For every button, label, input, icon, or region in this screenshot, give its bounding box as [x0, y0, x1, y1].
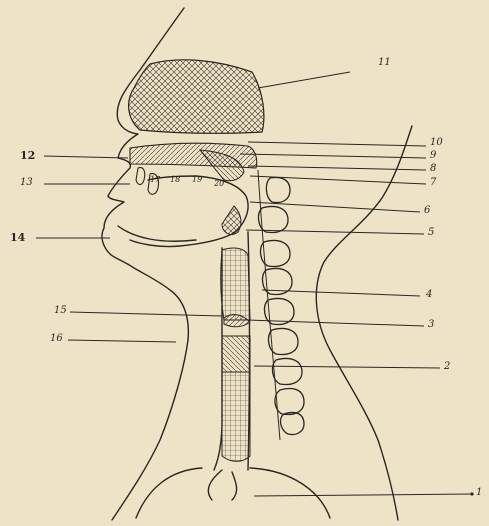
bronchus-left — [208, 470, 222, 500]
label-1: 1 — [476, 488, 482, 498]
lung-left — [136, 468, 202, 518]
leader-end-dot — [470, 492, 473, 495]
leader-line-10 — [248, 142, 426, 146]
lower-jaw-outline — [118, 226, 196, 241]
vertebra — [281, 412, 304, 434]
label-12: 12 — [20, 150, 35, 161]
label-10: 10 — [430, 138, 443, 148]
tooth-number-19: 19 — [192, 176, 202, 184]
label-9: 9 — [430, 151, 436, 161]
leader-lines — [36, 72, 472, 496]
cricoid-cartilage — [222, 336, 250, 372]
leader-line-16 — [68, 340, 176, 342]
leader-line-8 — [248, 166, 426, 170]
label-4: 4 — [426, 290, 432, 300]
bronchus-right — [232, 472, 237, 500]
trachea — [222, 372, 250, 461]
label-16: 16 — [50, 334, 63, 344]
vertebra — [269, 329, 298, 355]
tooth-number-17: 17 — [150, 176, 160, 184]
vertebra — [259, 207, 288, 233]
vertebra — [273, 359, 302, 385]
larynx — [221, 248, 250, 320]
label-15: 15 — [54, 306, 67, 316]
label-11: 11 — [378, 58, 391, 68]
leader-line-9 — [240, 154, 426, 158]
label-5: 5 — [428, 228, 434, 238]
leader-line-11 — [258, 72, 350, 88]
leader-line-2 — [254, 366, 440, 368]
vertebra — [266, 178, 290, 203]
leader-line-15 — [70, 312, 222, 316]
vertebra — [275, 389, 304, 415]
spinal-canal — [258, 170, 280, 440]
tooth-number-18: 18 — [170, 176, 180, 184]
tooth-number-20: 20 — [214, 180, 224, 188]
lung-right — [250, 468, 330, 518]
label-7: 7 — [430, 178, 436, 188]
leader-line-7 — [250, 176, 426, 184]
vertebrae-group — [259, 178, 304, 435]
label-6: 6 — [424, 206, 430, 216]
tooth — [136, 168, 145, 185]
leader-line-3 — [248, 320, 424, 326]
label-8: 8 — [430, 164, 436, 174]
epiglottis — [222, 206, 241, 234]
leader-line-1 — [254, 494, 472, 496]
label-14: 14 — [10, 232, 25, 243]
nasal-cavity — [129, 60, 264, 133]
leader-line-12 — [44, 156, 128, 158]
label-2: 2 — [444, 362, 450, 372]
label-3: 3 — [428, 320, 434, 330]
label-13: 13 — [20, 178, 33, 188]
